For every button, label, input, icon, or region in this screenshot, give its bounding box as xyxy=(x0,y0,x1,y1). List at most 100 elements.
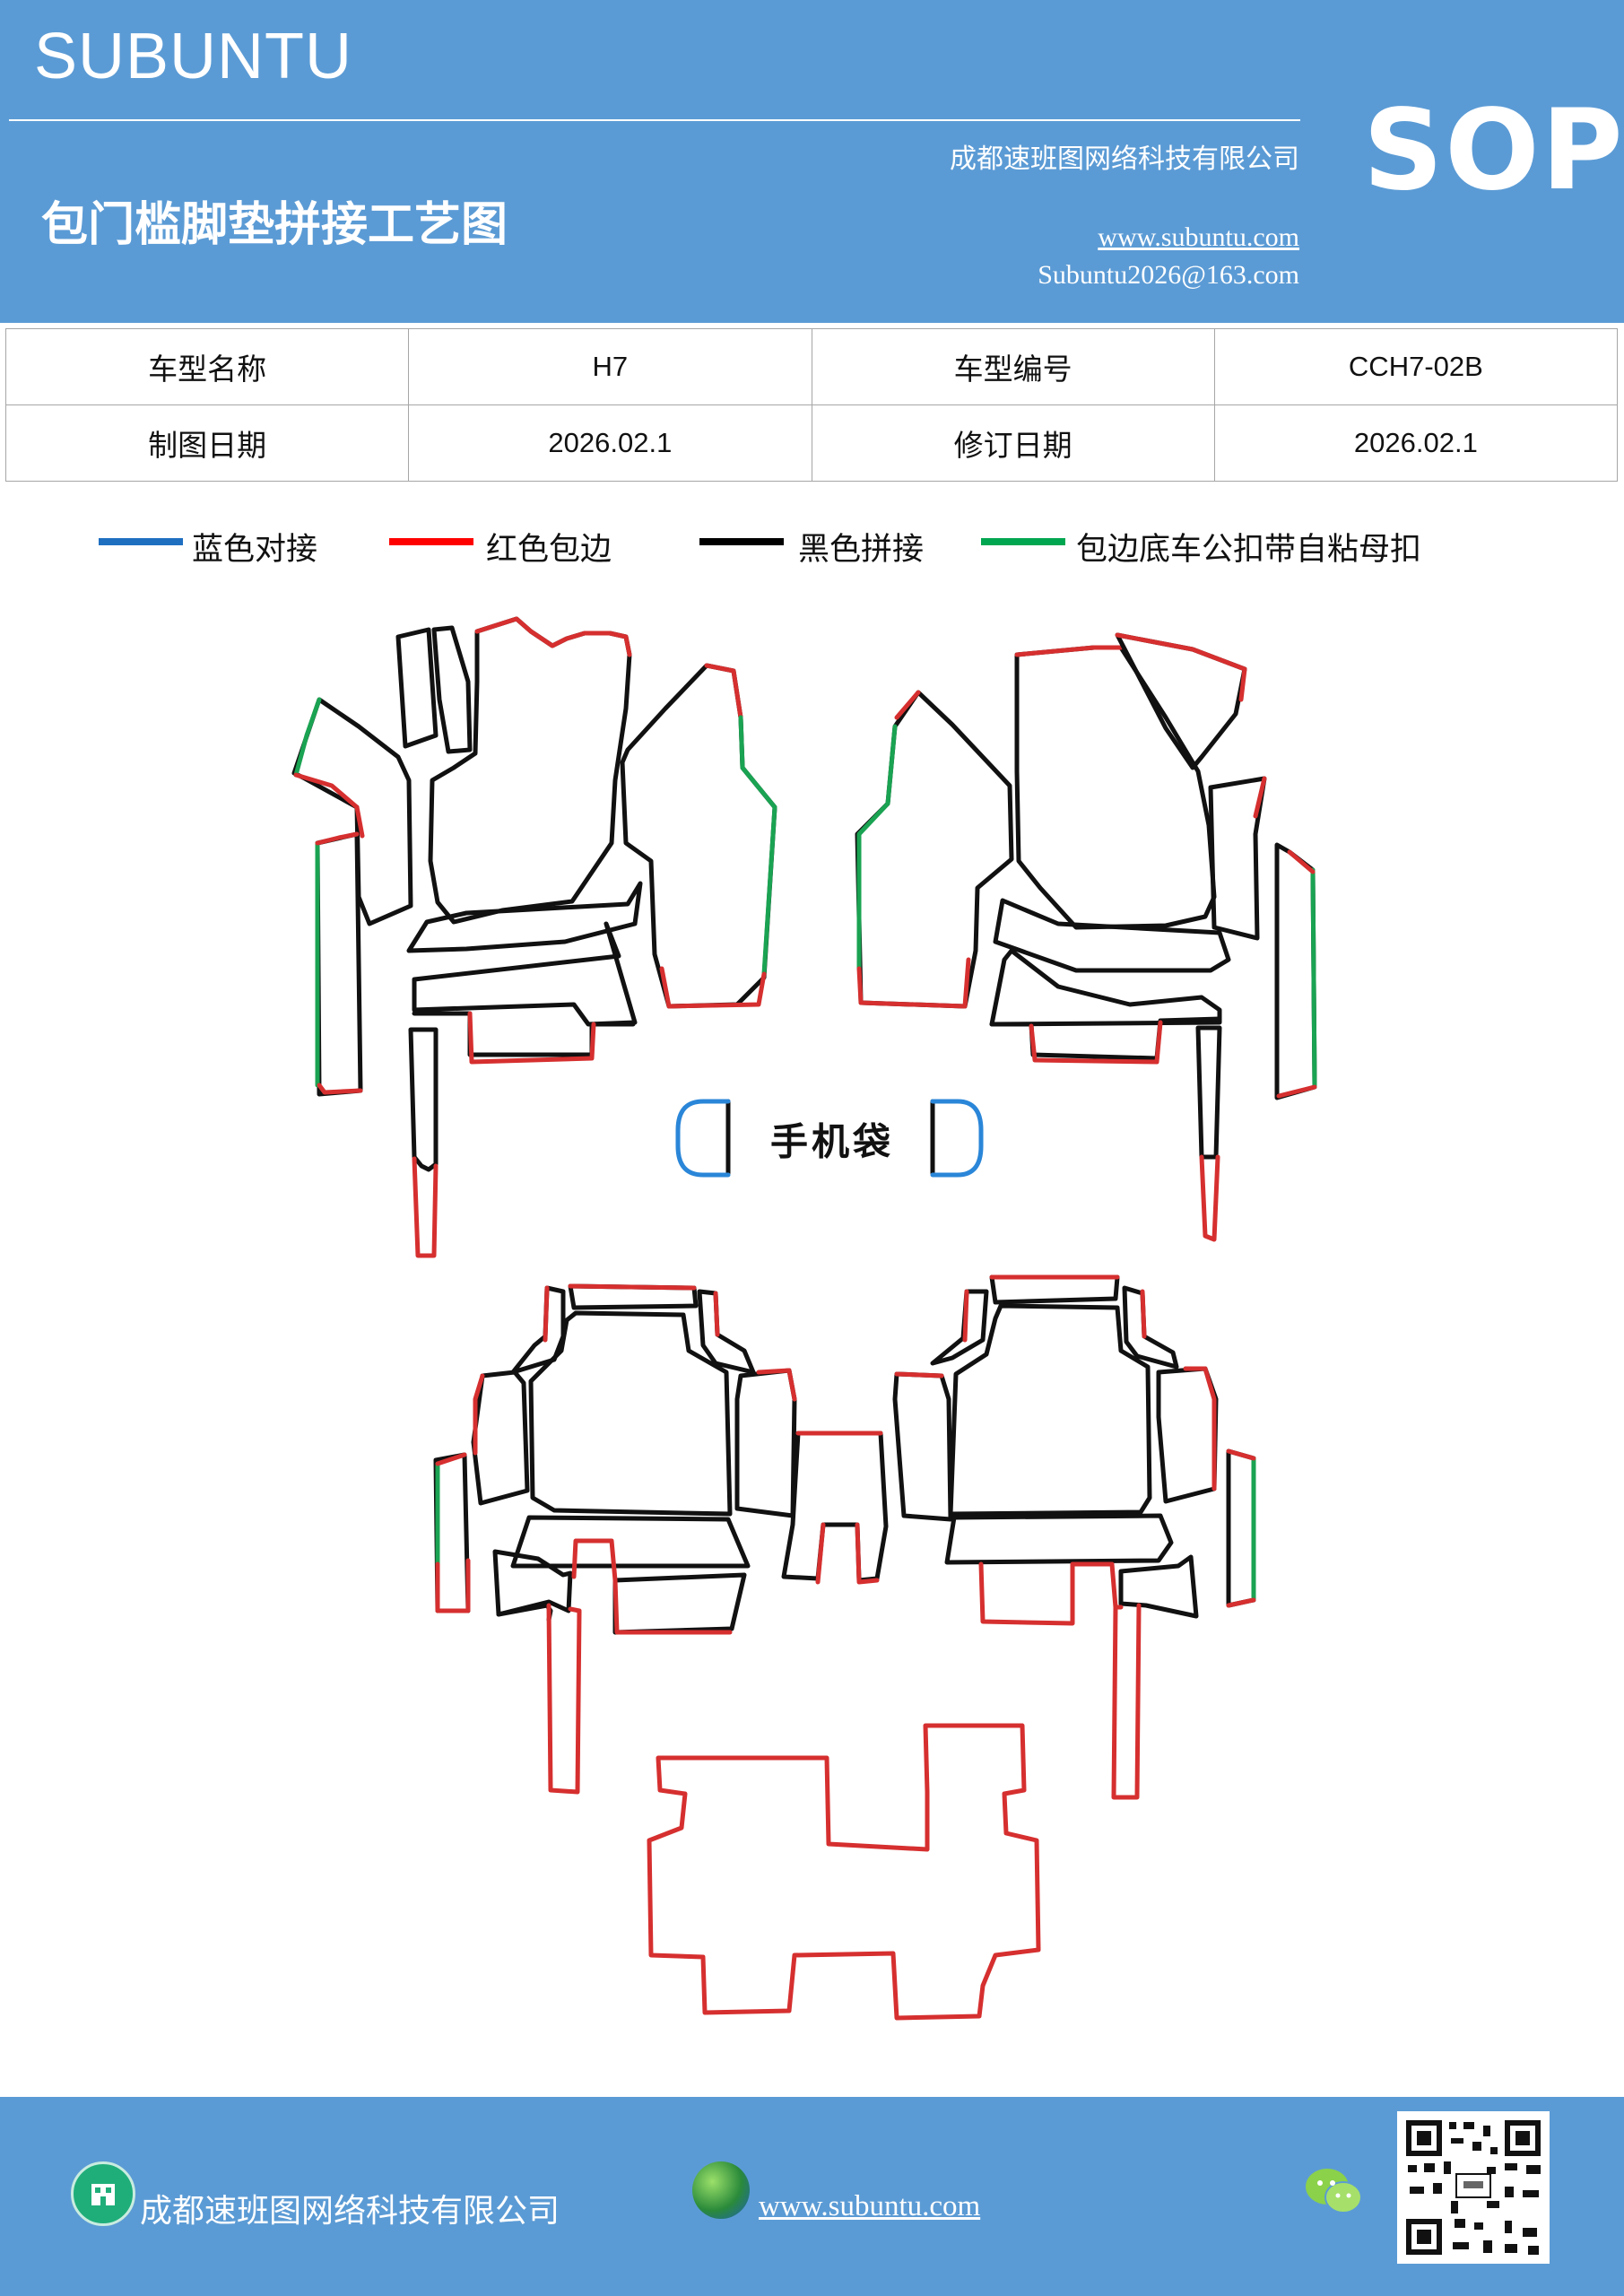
table-cell: 2026.02.1 xyxy=(1213,404,1619,482)
mat-edge-red xyxy=(1183,1366,1217,1492)
second-row-right-mat-group xyxy=(892,1274,1256,1800)
page-footer: 成都速班图网络科技有限公司 www.subuntu.com xyxy=(0,2097,1624,2296)
mat-piece xyxy=(930,1289,989,1366)
mat-piece xyxy=(948,1303,1152,1517)
mat-edge-red xyxy=(756,1368,797,1402)
mat-edge-red xyxy=(467,1011,596,1065)
mat-edge-red xyxy=(315,831,363,1095)
table-cell: 制图日期 xyxy=(4,404,410,482)
mat-piece xyxy=(510,1515,751,1569)
mat-edge-red xyxy=(543,1285,550,1343)
mat-edge-red xyxy=(1014,645,1124,657)
mat-edge-red xyxy=(546,1603,582,1795)
mat-edge-red xyxy=(1276,849,1317,1099)
legend-label: 包边底车公扣带自粘母扣 xyxy=(1076,532,1422,568)
front-right-mat-group xyxy=(855,632,1317,1242)
mat-edge-red xyxy=(1199,1154,1220,1242)
qr-code-icon[interactable] xyxy=(1397,2111,1550,2264)
mat-piece xyxy=(471,1370,530,1506)
mat-piece xyxy=(1014,645,1217,930)
document-title: 包门槛脚垫拼接工艺图 xyxy=(41,197,508,252)
mat-edge-red xyxy=(473,1373,485,1456)
mat-piece xyxy=(1118,1554,1199,1619)
header-email[interactable]: Subuntu2026@163.com xyxy=(1038,260,1299,290)
mat-piece xyxy=(406,881,643,953)
mat-piece xyxy=(412,1011,636,1057)
legend-swatch xyxy=(699,538,784,545)
mat-edge-red xyxy=(894,690,921,720)
mat-piece xyxy=(291,697,413,926)
mat-piece xyxy=(855,690,1014,1009)
mat-edge-red xyxy=(412,1156,439,1258)
mat-piece xyxy=(431,625,473,754)
mat-edge-red xyxy=(612,1578,733,1635)
mat-edge-green xyxy=(738,715,777,977)
mat-edge-blue xyxy=(930,1099,984,1178)
header-company: 成都速班图网络科技有限公司 xyxy=(950,144,1299,175)
legend-swatch xyxy=(389,538,473,545)
third-row-mat-group xyxy=(647,1723,1041,2021)
legend: 蓝色对接 红色包边 黑色拼接 包边底车公扣带自粘母扣 xyxy=(0,520,1624,574)
wechat-icon[interactable] xyxy=(1302,2163,1365,2219)
info-table: 车型名称 H7 车型编号 CCH7-02B 制图日期 2026.02.1 修订日… xyxy=(4,328,1619,482)
mat-piece xyxy=(612,1572,747,1635)
mat-piece xyxy=(989,1016,1222,1061)
mat-piece xyxy=(315,831,363,1097)
mat-edge-red xyxy=(1115,632,1247,702)
mat-edge-red xyxy=(795,1431,883,1585)
mat-edge-red xyxy=(435,1452,471,1613)
mat-piece xyxy=(395,627,439,749)
mat-edge-red xyxy=(293,772,365,839)
page-header: SUBUNTU 包门槛脚垫拼接工艺图 成都速班图网络科技有限公司 www.sub… xyxy=(0,0,1624,323)
mat-piece xyxy=(492,1549,573,1617)
globe-icon xyxy=(692,2161,750,2219)
mat-piece xyxy=(408,1027,439,1172)
mat-piece xyxy=(989,1274,1120,1305)
footer-website-link[interactable]: www.subuntu.com xyxy=(759,2190,981,2222)
mat-piece xyxy=(1208,776,1267,941)
building-icon-glyph xyxy=(91,2184,115,2205)
mat-edge-red xyxy=(1253,776,1267,819)
table-cell: 车型编号 xyxy=(811,328,1215,405)
mat-edge-red xyxy=(978,1561,1124,1626)
table-cell: 车型名称 xyxy=(4,328,410,405)
mat-edge-red xyxy=(894,1371,944,1378)
mat-edge-green xyxy=(293,697,322,778)
mat-piece xyxy=(428,616,632,925)
header-website-link[interactable]: www.subuntu.com xyxy=(1098,222,1299,252)
table-cell: 2026.02.1 xyxy=(408,404,812,482)
mat-piece xyxy=(433,1452,471,1613)
front-left-mat-group xyxy=(291,616,777,1258)
mat-piece xyxy=(734,1368,797,1518)
mat-piece xyxy=(1274,842,1317,1100)
mat-edge-blue xyxy=(675,1099,731,1178)
mat-edge-red xyxy=(1140,1289,1147,1339)
mat-edge-red xyxy=(1226,1448,1256,1608)
mat-piece xyxy=(989,948,1222,1027)
mat-piece xyxy=(496,1603,553,1622)
mat-edge-red xyxy=(659,966,767,1009)
brand-name: SUBUNTU xyxy=(34,21,353,92)
footer-company: 成都速班图网络科技有限公司 xyxy=(140,2193,560,2230)
mat-piece xyxy=(944,1513,1174,1565)
legend-label: 蓝色对接 xyxy=(192,532,318,568)
mat-piece xyxy=(412,921,638,1027)
sop-badge: SOP xyxy=(1363,86,1624,215)
mat-piece xyxy=(1156,1366,1219,1504)
phone-pocket-group xyxy=(675,1099,984,1178)
second-row-center-mat-group xyxy=(781,1431,889,1585)
mat-edge-red xyxy=(474,616,632,657)
mat-piece xyxy=(993,898,1231,973)
mat-edge-green xyxy=(1310,867,1317,1090)
mat-edge-red xyxy=(1029,1020,1163,1065)
mat-edge-red xyxy=(568,1283,697,1291)
mat-edge-red xyxy=(571,1538,618,1583)
table-cell: CCH7-02B xyxy=(1213,328,1619,405)
mat-piece xyxy=(781,1431,889,1583)
legend-label: 黑色拼接 xyxy=(798,532,925,568)
mat-piece xyxy=(1115,632,1247,770)
mat-piece xyxy=(1226,1448,1256,1608)
table-row: 车型名称 H7 车型编号 CCH7-02B xyxy=(4,328,1619,405)
mat-piece xyxy=(892,1371,953,1522)
